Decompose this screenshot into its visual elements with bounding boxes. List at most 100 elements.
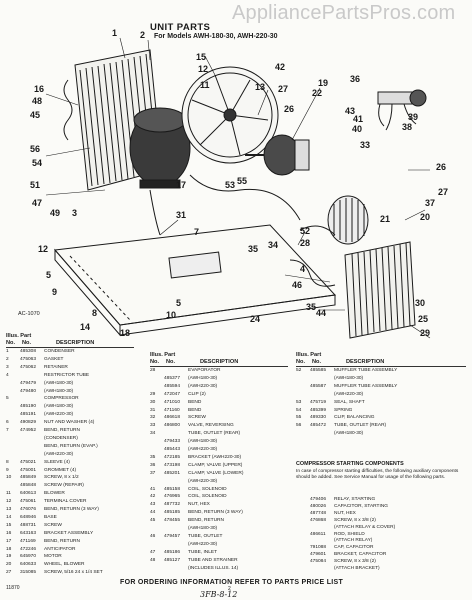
description: NUT AND WASHER (4) [44, 420, 95, 426]
part-no: 471169 [20, 538, 36, 544]
description: BEND [188, 407, 202, 413]
part-no: 472047 [164, 391, 181, 397]
svg-text:12: 12 [198, 64, 208, 74]
svg-text:5: 5 [46, 270, 51, 280]
compressor-section-heading: COMPRESSOR STARTING COMPONENTS [296, 461, 404, 467]
illus-no: 52 [296, 368, 302, 373]
illus-no: 28 [150, 368, 156, 373]
svg-text:17: 17 [176, 180, 186, 190]
part-no: 473198 [164, 462, 181, 468]
svg-text:1: 1 [112, 28, 117, 38]
description: WHEEL, BLOWER [44, 562, 85, 568]
table-row: (ATTACH RELAY) [296, 538, 372, 544]
table-row: 6 490829 NUT AND WASHER (4) [6, 420, 94, 426]
svg-text:46: 46 [292, 280, 302, 290]
description: (AWH180-30) [334, 375, 364, 381]
part-no: 486618 [164, 415, 181, 421]
svg-text:27: 27 [438, 187, 448, 197]
motor-drawing [245, 134, 310, 176]
part-no: 475021 [20, 459, 37, 465]
part-no: 485848 [20, 483, 37, 489]
part-no: 485399 [310, 407, 327, 413]
illus-no: 18 [6, 546, 12, 552]
description: TUBE, INLET [188, 549, 218, 555]
svg-text:53: 53 [225, 180, 235, 190]
description: BEND, RETURN [188, 518, 224, 524]
description: BEND, RETURN (3 WAY) [188, 510, 243, 516]
part-no: 471010 [164, 399, 181, 405]
svg-text:54: 54 [32, 158, 42, 168]
part-no: 490829 [20, 420, 37, 426]
illus-no: 41 [150, 486, 156, 492]
description: NUT, HEX [188, 502, 210, 508]
illus-no: 8 [6, 459, 9, 465]
table-row: 485848 SCREW (REPAIR) [6, 483, 84, 489]
page-title: UNIT PARTS [150, 22, 211, 33]
description: EVAPORATOR [188, 368, 221, 373]
description: SCREW (REPAIR) [44, 483, 84, 489]
illus-no: 45 [150, 518, 156, 524]
description: ANTICIPATOR [44, 546, 76, 552]
part-no: 485585 [310, 368, 327, 373]
part-no: 485443 [164, 447, 181, 452]
exploded-parts-diagram: 1 2 15 12 11 31 13 27 26 22 55 19 43 41 … [18, 28, 448, 339]
description: SCREW [44, 522, 62, 528]
illus-no: 33 [150, 423, 156, 429]
part-no: 485201 [164, 470, 181, 476]
illus-no: 6 [6, 420, 9, 426]
table-row: (AWH180-30) [296, 376, 363, 382]
description: MUFFLER TUBE ASSEMBLY [334, 368, 398, 373]
part-no: 475084 [310, 559, 327, 565]
svg-text:47: 47 [32, 198, 42, 208]
description: SEAL, SHAFT [334, 399, 365, 405]
description: (AWH180-30) [188, 375, 218, 381]
illus-no: 37 [150, 470, 156, 476]
description: COIL, SOLENOID [188, 494, 227, 500]
svg-text:56: 56 [30, 144, 40, 154]
description: SLEEVE (4) [44, 459, 70, 465]
svg-text:51: 51 [30, 180, 40, 190]
compressor-section-note: In case of compressor starting difficult… [296, 469, 459, 481]
description: (ATTACH RELAY) [334, 538, 373, 544]
description: BEND, RETURN [44, 538, 80, 544]
part-no: 480026 [310, 503, 327, 509]
description: SCREW, 8 x 3/8 (2) [334, 517, 376, 523]
col2-header-no2: No. [166, 359, 176, 365]
description: (AWH220-30) [188, 383, 218, 389]
description: (ATTACH BRACKET) [334, 566, 380, 571]
svg-text:11: 11 [200, 80, 210, 90]
part-no: 645970 [20, 554, 37, 560]
description: SCREW, 5/16 24 x 1/4 SET [44, 570, 103, 576]
illus-no: 46 [150, 533, 156, 539]
svg-text:21: 21 [380, 214, 390, 224]
part-no: 648946 [20, 514, 37, 520]
illus-no: 30 [150, 399, 156, 405]
part-no: 485377 [164, 375, 181, 381]
table-row: 479433(AWH180-30) [150, 439, 217, 445]
svg-text:14: 14 [80, 322, 90, 332]
description: TUBE, OUTLET (REAR) [188, 431, 241, 437]
part-no: 486611 [310, 531, 326, 537]
part-no: 485185 [164, 510, 181, 516]
description: (ATTACH RELAY & COVER) [334, 524, 396, 530]
description: TUBE, OUTLET (REAR) [334, 423, 387, 429]
svg-text:10: 10 [166, 310, 176, 320]
description: BRACKET ASSEMBLY [44, 530, 94, 536]
part-no: 485127 [164, 557, 181, 563]
svg-text:18: 18 [120, 328, 130, 338]
